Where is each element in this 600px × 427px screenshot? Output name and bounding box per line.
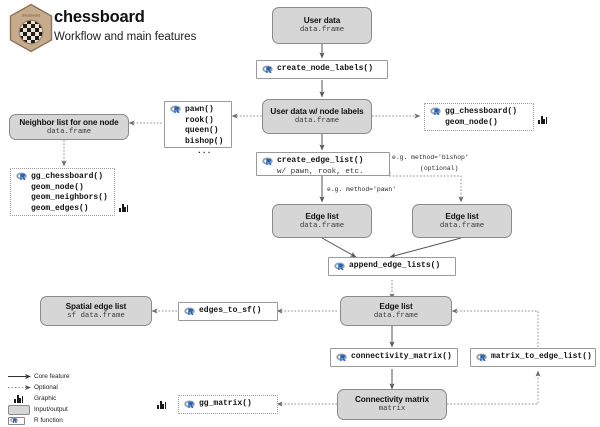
legend-label: Core feature	[34, 372, 70, 380]
annotation-optional: (optional)	[420, 165, 459, 172]
legend-label: Input/output	[34, 405, 68, 413]
node-edge-list-pawn[interactable]: Edge list data.frame	[272, 204, 372, 238]
graphic-icon	[157, 400, 167, 409]
fn-group-gg-chessboard-neighbors[interactable]: gg_chessboard() geom_node() geom_neighbo…	[10, 168, 115, 216]
fn-matrix-to-edge-list[interactable]: matrix_to_edge_list()	[470, 348, 596, 367]
r-logo-icon	[184, 307, 195, 316]
fn-connectivity-matrix[interactable]: connectivity_matrix()	[330, 348, 458, 367]
fn-append-edge-lists[interactable]: append_edge_lists()	[328, 257, 456, 276]
r-logo-icon	[430, 107, 441, 116]
fn-matrix-to-edge-list-label: matrix_to_edge_list()	[491, 352, 592, 362]
optional-arrow-icon	[8, 383, 34, 392]
legend-item-optional: Optional	[8, 383, 128, 393]
node-user-data-with-labels[interactable]: User data w/ node labels data.frame	[262, 99, 372, 134]
legend-label: Graphic	[34, 394, 57, 402]
chessboard-hex-logo: chessboard	[9, 3, 53, 53]
legend-label: R function	[34, 416, 63, 424]
node-edge-list-pawn-subtitle: data.frame	[299, 221, 345, 230]
r-logo-icon	[262, 157, 273, 166]
node-connectivity-matrix-subtitle: matrix	[378, 405, 406, 414]
legend-item-core-feature: Core feature	[8, 372, 128, 382]
legend-item-graphic: Graphic	[8, 394, 128, 404]
node-edge-list-main-title: Edge list	[379, 301, 413, 311]
graphic-icon	[538, 115, 548, 124]
annotation-method-bishop: e.g. method='bishop'	[392, 154, 469, 161]
node-user-data-with-labels-subtitle: data.frame	[294, 117, 340, 126]
node-connectivity-matrix[interactable]: Connectivity matrix matrix	[337, 389, 447, 420]
fn-edges-to-sf-label: edges_to_sf()	[199, 306, 262, 316]
fn-gg-chessboard: gg_chessboard()	[31, 172, 104, 181]
annotation-method-pawn: e.g. method='pawn'	[327, 186, 397, 193]
page-subtitle: Workflow and main features	[54, 31, 197, 43]
graphic-icon	[119, 203, 129, 212]
fn-geom-neighbors: geom_neighbors()	[31, 193, 108, 203]
fn-create-edge-list-sub: w/ pawn, rook, etc.	[277, 167, 364, 176]
r-logo-icon	[262, 65, 273, 74]
core-feature-arrow-icon	[8, 372, 34, 381]
fn-edges-to-sf[interactable]: edges_to_sf()	[178, 302, 278, 321]
fn-bishop: bishop()	[185, 136, 224, 146]
fn-gg-matrix[interactable]: gg_matrix()	[178, 395, 278, 414]
fn-pawn: pawn()	[185, 105, 214, 114]
fn-pieces-ellipsis: ...	[197, 147, 212, 157]
node-user-data-title: User data	[303, 16, 341, 26]
fn-create-node-labels[interactable]: create_node_labels()	[256, 60, 388, 79]
r-logo-icon	[170, 105, 181, 114]
fn-queen: queen()	[185, 126, 219, 136]
node-edge-list-bishop[interactable]: Edge list data.frame	[412, 204, 512, 238]
node-edge-list-main[interactable]: Edge list data.frame	[340, 296, 452, 326]
fn-group-chess-pieces[interactable]: pawn() rook() queen() bishop() ...	[164, 101, 232, 156]
r-logo-icon	[476, 353, 487, 362]
r-logo-icon	[16, 172, 27, 181]
fn-geom-edges: geom_edges()	[31, 203, 89, 213]
legend: Core feature Optional Graphic	[8, 372, 128, 427]
fn-connectivity-matrix-label: connectivity_matrix()	[351, 352, 452, 362]
node-neighbor-list[interactable]: Neighbor list for one node data.frame	[9, 114, 129, 140]
fn-gg-chessboard: gg_chessboard()	[445, 107, 518, 116]
fn-create-edge-list-label: create_edge_list()	[277, 156, 364, 165]
r-function-swatch-icon	[8, 416, 34, 425]
node-edge-list-bishop-subtitle: data.frame	[439, 221, 485, 230]
node-connectivity-matrix-title: Connectivity matrix	[354, 395, 430, 405]
fn-group-gg-chessboard-node[interactable]: gg_chessboard() geom_node()	[424, 103, 534, 131]
node-edge-list-main-subtitle: data.frame	[373, 311, 419, 320]
legend-item-r-function: R function	[8, 416, 128, 426]
legend-item-input-output: Input/output	[8, 404, 128, 415]
node-user-data-with-labels-title: User data w/ node labels	[270, 107, 364, 117]
legend-label: Optional	[34, 383, 58, 391]
fn-create-node-labels-label: create_node_labels()	[277, 64, 374, 74]
node-spatial-edge-list-title: Spatial edge list	[65, 301, 127, 311]
node-edge-list-bishop-title: Edge list	[445, 211, 479, 221]
node-spatial-edge-list[interactable]: Spatial edge list sf data.frame	[40, 296, 152, 326]
fn-gg-matrix-label: gg_matrix()	[199, 399, 252, 409]
logo-wordmark: chessboard	[22, 14, 41, 18]
r-logo-icon	[334, 262, 345, 271]
r-logo-icon	[184, 400, 195, 409]
fn-append-edge-lists-label: append_edge_lists()	[349, 261, 441, 271]
page-title: chessboard	[54, 8, 145, 26]
graphic-icon	[8, 394, 34, 404]
r-logo-icon	[336, 353, 347, 362]
node-user-data-subtitle: data.frame	[299, 26, 345, 35]
fn-geom-node: geom_node()	[445, 117, 498, 127]
node-spatial-edge-list-subtitle: sf data.frame	[67, 311, 125, 320]
node-neighbor-list-subtitle: data.frame	[46, 127, 92, 136]
input-output-swatch-icon	[8, 404, 34, 415]
fn-geom-node: geom_node()	[31, 182, 84, 192]
fn-create-edge-list[interactable]: create_edge_list() w/ pawn, rook, etc.	[256, 152, 390, 176]
node-edge-list-pawn-title: Edge list	[305, 211, 339, 221]
node-neighbor-list-title: Neighbor list for one node	[19, 117, 119, 127]
fn-rook: rook()	[185, 115, 214, 125]
node-user-data[interactable]: User data data.frame	[272, 7, 372, 44]
